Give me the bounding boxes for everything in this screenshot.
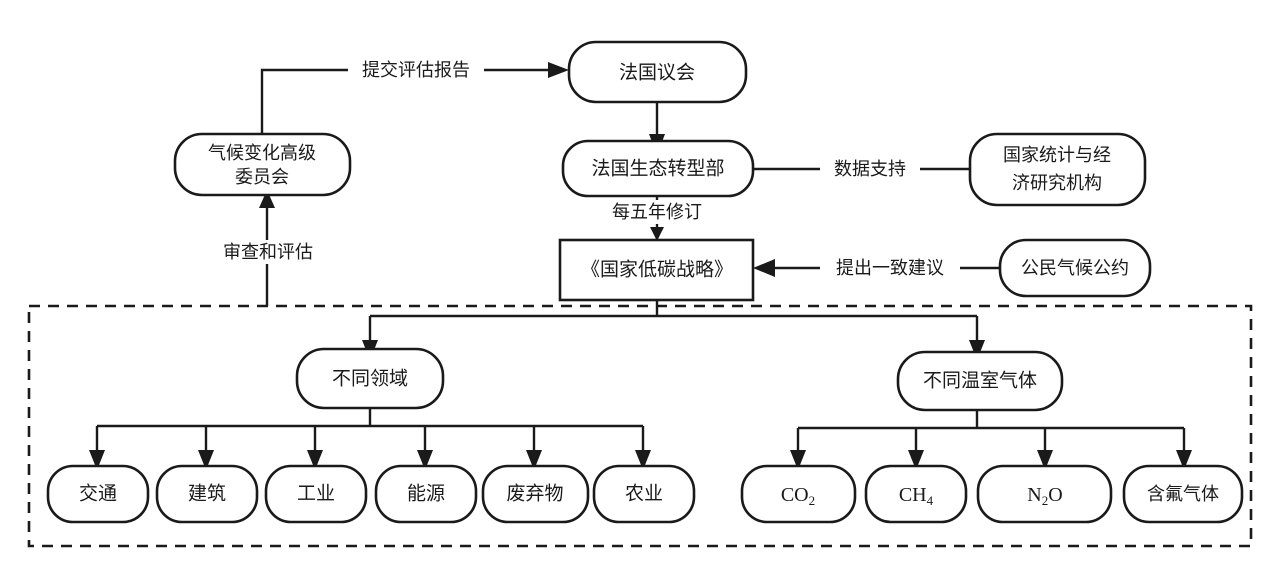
- node-gases-group-shape[interactable]: [896, 350, 1064, 412]
- node-sector-2-shape[interactable]: [155, 464, 259, 524]
- node-statistics-institute-label-line1: 国家统计与经: [1003, 145, 1111, 165]
- node-gas-3[interactable]: N2O: [976, 464, 1113, 524]
- node-gas-2-base: CH: [899, 484, 927, 506]
- node-high-council[interactable]: 气候变化高级 委员会: [173, 132, 352, 197]
- node-sector-2[interactable]: 建筑: [155, 464, 259, 524]
- node-citizens-convention-label: 公民气候公约: [1021, 258, 1129, 278]
- node-sector-6-shape[interactable]: [592, 464, 696, 524]
- node-sectors-group-shape[interactable]: [295, 347, 445, 410]
- node-gas-4[interactable]: 含氟气体: [1122, 464, 1244, 524]
- edge-label-consensus-bg: [820, 256, 960, 280]
- node-strategy[interactable]: 《国家低碳战略》: [558, 238, 755, 302]
- node-sectors-group-label: 不同领域: [332, 368, 408, 390]
- edge-gas-3-arrowhead: [1037, 450, 1053, 470]
- node-high-council-label-line2: 委员会: [235, 167, 289, 187]
- edge-label-consensus-proposal: 提出一致建议: [836, 258, 944, 278]
- node-strategy-shape[interactable]: [558, 238, 755, 302]
- node-citizens-convention[interactable]: 公民气候公约: [998, 238, 1152, 298]
- node-citizens-convention-shape[interactable]: [998, 238, 1152, 298]
- edge-sectors-fanout-bus: [95, 408, 645, 450]
- node-sectors-group[interactable]: 不同领域: [295, 347, 445, 410]
- node-sector-6[interactable]: 农业: [592, 464, 696, 524]
- node-gas-1[interactable]: CO2: [740, 464, 857, 524]
- node-sector-1-label: 交通: [79, 483, 117, 505]
- edge-gas-1-arrowhead: [790, 450, 806, 470]
- edge-consensus-proposal-arrowhead: [753, 259, 775, 277]
- node-parliament[interactable]: 法国议会: [567, 40, 748, 104]
- node-gas-3-shape[interactable]: [976, 464, 1113, 524]
- node-sector-3[interactable]: 工业: [264, 464, 368, 524]
- node-ministry-label: 法国生态转型部: [591, 158, 724, 180]
- edge-label-submit-report: 提交评估报告: [362, 60, 470, 80]
- node-gas-2-label: CH4: [899, 484, 934, 508]
- edge-label-group: 提交评估报告 审查和评估 数据支持 每五年修订 提出一致建议: [208, 58, 960, 280]
- node-gas-2-sub: 4: [927, 493, 934, 508]
- node-gas-1-base: CO: [781, 484, 809, 506]
- node-gas-1-sub: 2: [809, 493, 816, 508]
- node-gases-group-label: 不同温室气体: [923, 370, 1037, 392]
- node-sector-5-shape[interactable]: [481, 464, 590, 524]
- node-sector-4[interactable]: 能源: [374, 464, 478, 524]
- node-gas-4-shape[interactable]: [1122, 464, 1244, 524]
- edge-revise-five-years-arrowhead: [650, 227, 664, 241]
- edge-label-revise-five-years: 每五年修订: [612, 202, 702, 222]
- node-sector-5[interactable]: 废弃物: [481, 464, 590, 524]
- node-statistics-institute-label-line2: 济研究机构: [1012, 173, 1102, 193]
- node-gas-2[interactable]: CH4: [864, 464, 968, 524]
- edge-sector-3-arrowhead: [307, 450, 323, 470]
- edge-sector-6-arrowhead: [635, 450, 651, 470]
- edge-label-review-evaluate: 审查和评估: [223, 242, 313, 262]
- node-statistics-institute-shape[interactable]: [968, 132, 1147, 207]
- node-gas-3-sub: 2: [1042, 493, 1049, 508]
- node-gas-3-label: N2O: [1027, 484, 1062, 508]
- edge-sector-1-arrowhead: [89, 450, 105, 470]
- edge-label-submit-report-bg: [348, 58, 484, 82]
- edge-sector-4-arrowhead: [417, 450, 433, 470]
- node-gas-4-label: 含氟气体: [1147, 484, 1219, 504]
- edge-label-data-support: 数据支持: [834, 159, 906, 179]
- edge-label-review-evaluate-bg: [208, 240, 328, 264]
- edge-to-gases-arrowhead: [969, 340, 985, 360]
- node-sector-2-label: 建筑: [188, 483, 226, 505]
- node-statistics-institute[interactable]: 国家统计与经 济研究机构: [968, 132, 1147, 207]
- edge-label-data-support-bg: [820, 157, 920, 181]
- edge-sector-2-arrowhead: [198, 450, 214, 470]
- node-parliament-shape[interactable]: [567, 40, 748, 104]
- node-strategy-label: 《国家低碳战略》: [581, 259, 733, 281]
- node-sector-4-label: 能源: [407, 483, 445, 505]
- edge-label-revise-bg: [592, 200, 722, 224]
- node-gas-3-tail: O: [1048, 484, 1062, 506]
- node-gas-3-base: N: [1027, 484, 1041, 506]
- node-sector-1[interactable]: 交通: [46, 464, 150, 524]
- node-sector-3-label: 工业: [297, 483, 335, 505]
- node-ministry[interactable]: 法国生态转型部: [561, 139, 755, 198]
- node-sector-6-label: 农业: [625, 483, 663, 505]
- node-gas-1-shape[interactable]: [740, 464, 857, 524]
- edge-submit-report-arrowhead: [548, 62, 569, 78]
- edge-sector-5-arrowhead: [526, 450, 542, 470]
- node-gas-1-label: CO2: [781, 484, 815, 508]
- node-high-council-shape[interactable]: [173, 132, 352, 197]
- edge-gases-fanout-bus: [796, 410, 1186, 450]
- node-gases-group[interactable]: 不同温室气体: [896, 350, 1064, 412]
- edge-strategy-split-bus: [368, 300, 979, 340]
- node-sector-5-label: 废弃物: [506, 483, 563, 505]
- node-sector-3-shape[interactable]: [264, 464, 368, 524]
- edge-gas-2-arrowhead: [908, 450, 924, 470]
- node-ministry-shape[interactable]: [561, 139, 755, 198]
- edge-review-evaluate-arrowhead: [259, 190, 275, 208]
- node-sector-4-shape[interactable]: [374, 464, 478, 524]
- edge-gas-4-arrowhead: [1176, 450, 1192, 470]
- implementation-scope-frame: [27, 304, 1253, 548]
- node-sector-1-shape[interactable]: [46, 464, 150, 524]
- node-parliament-label: 法国议会: [619, 62, 695, 84]
- node-gas-2-shape[interactable]: [864, 464, 968, 524]
- node-high-council-label-line1: 气候变化高级: [208, 143, 316, 163]
